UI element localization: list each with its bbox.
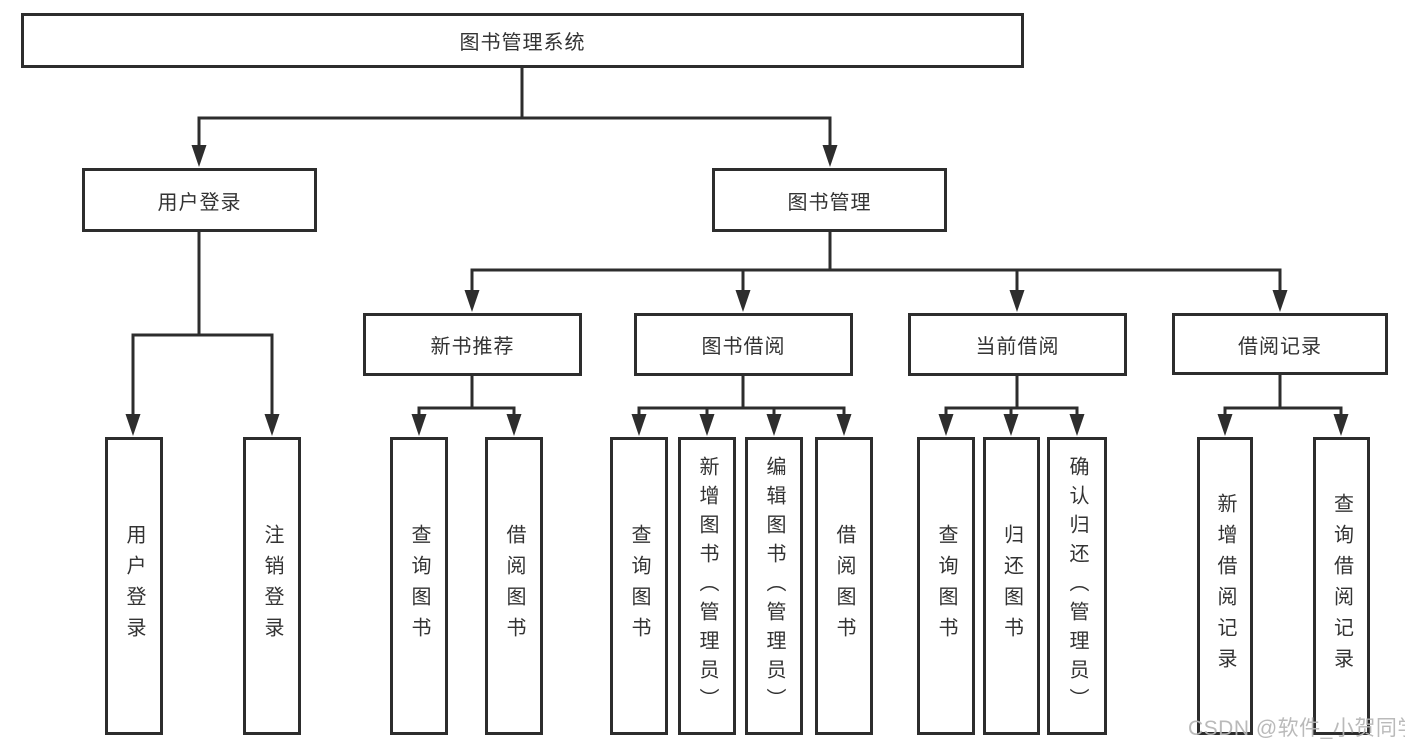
leaf-label: 查询借阅记录: [1330, 493, 1353, 679]
leaf-label: 新增借阅记录: [1214, 493, 1236, 679]
node-label: 新书推荐: [430, 336, 515, 358]
watermark: CSDN @软件_小贺同学: [1188, 717, 1405, 740]
leaf-newbook-query-books: 查询图书: [390, 437, 448, 735]
leaf-records-query-borrow-record: 查询借阅记录: [1313, 437, 1370, 735]
node-new-book-recommend: 新书推荐: [363, 313, 582, 376]
node-label: 用户登录: [157, 191, 242, 214]
leaf-current-return-books: 归还图书: [983, 437, 1040, 735]
leaf-label: 借阅图书: [833, 524, 855, 648]
leaf-logout: 注销登录: [243, 437, 301, 735]
leaf-user-login: 用户登录: [105, 437, 163, 735]
leaf-current-confirm-return-admin: 确认归还（管理员）: [1047, 437, 1107, 735]
leaf-borrowing-query-books: 查询图书: [610, 437, 668, 735]
node-label: 图书管理: [787, 191, 872, 214]
leaf-label: 归还图书: [1000, 524, 1023, 648]
leaf-label: 确认归还（管理员）: [1066, 455, 1088, 717]
leaf-current-query-books: 查询图书: [917, 437, 975, 735]
leaf-newbook-borrow-books: 借阅图书: [485, 437, 543, 735]
node-label: 借阅记录: [1238, 335, 1322, 358]
node-borrowing-records: 借阅记录: [1172, 313, 1388, 375]
leaf-label: 注销登录: [261, 524, 283, 648]
leaf-borrowing-edit-books-admin: 编辑图书（管理员）: [745, 437, 803, 735]
leaf-records-add-borrow-record: 新增借阅记录: [1197, 437, 1253, 735]
leaf-label: 新增图书（管理员）: [696, 455, 718, 717]
node-label: 图书借阅: [701, 336, 786, 358]
node-user-login: 用户登录: [82, 168, 317, 232]
leaf-borrowing-borrow-books: 借阅图书: [815, 437, 873, 735]
node-label: 图书管理系统: [459, 32, 586, 54]
node-book-management: 图书管理: [712, 168, 947, 232]
leaf-label: 借阅图书: [503, 524, 525, 648]
node-book-borrowing: 图书借阅: [634, 313, 853, 376]
leaf-label: 用户登录: [123, 524, 145, 648]
node-current-borrowing: 当前借阅: [908, 313, 1127, 376]
leaf-label: 编辑图书（管理员）: [763, 455, 785, 717]
leaf-label: 查询图书: [935, 524, 957, 648]
leaf-borrowing-add-books-admin: 新增图书（管理员）: [678, 437, 736, 735]
node-library-management-system: 图书管理系统: [21, 13, 1024, 68]
leaf-label: 查询图书: [628, 524, 650, 648]
node-label: 当前借阅: [975, 336, 1060, 358]
leaf-label: 查询图书: [408, 524, 430, 648]
